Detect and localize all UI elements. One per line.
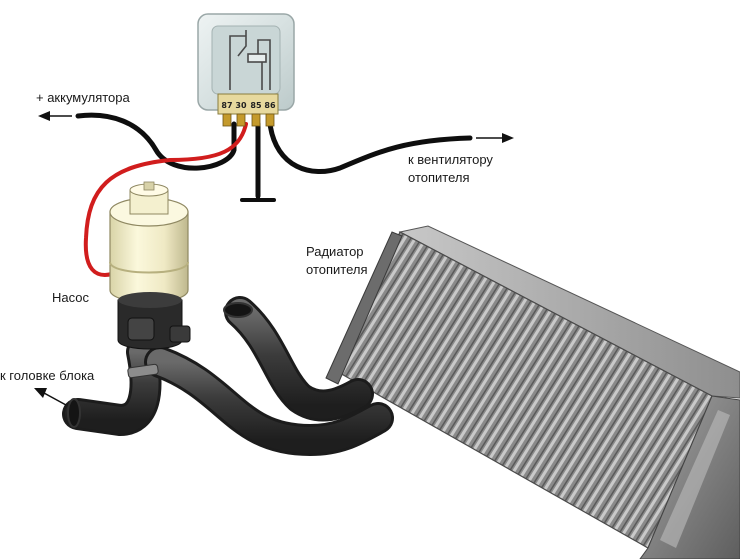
- label-fan-line-1: к вентилятору: [408, 152, 493, 168]
- arrow-to-engine-head: [34, 388, 66, 405]
- label-engine-head: к головке блока: [0, 368, 94, 384]
- label-fan-line-2: отопителя: [408, 170, 470, 186]
- label-pump: Насос: [52, 290, 89, 306]
- electric-pump: [110, 182, 190, 349]
- relay: 87 30 85 86: [198, 14, 294, 126]
- label-radiator-line-2: отопителя: [306, 262, 368, 278]
- relay-pin-30: 30: [235, 101, 247, 110]
- heater-radiator: [326, 226, 740, 559]
- relay-pin-87: 87: [221, 101, 232, 110]
- ground-terminal: [256, 196, 260, 202]
- relay-pin-85: 85: [250, 101, 262, 110]
- arrow-to-fan: [476, 133, 514, 143]
- label-radiator-line-1: Радиатор: [306, 244, 364, 260]
- relay-pin-86: 86: [264, 101, 276, 110]
- arrow-to-battery: [38, 111, 72, 121]
- label-battery: + аккумулятора: [36, 90, 130, 106]
